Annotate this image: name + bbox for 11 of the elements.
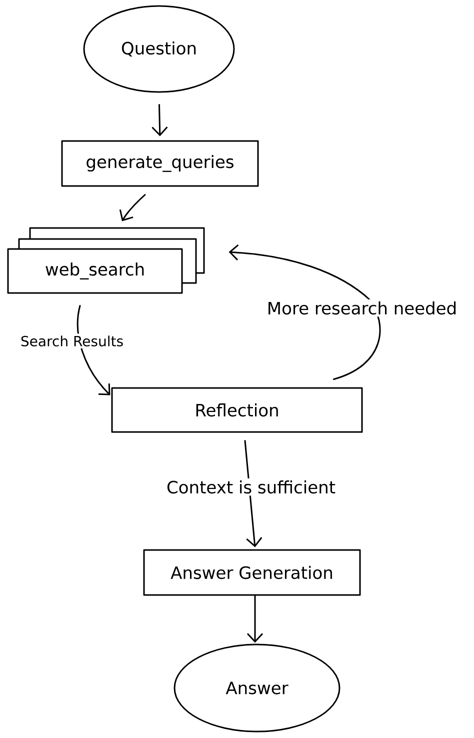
process-box: Answer Generation <box>143 549 361 596</box>
arrow <box>119 194 146 222</box>
arrow <box>152 104 168 136</box>
arrow <box>228 244 381 380</box>
process-box: generate_queries <box>61 140 259 187</box>
edge-label: More research needed <box>264 299 460 317</box>
edge-label: Search Results <box>18 334 126 348</box>
stacked-process-box: web_search <box>7 227 205 294</box>
process-box: Reflection <box>111 387 363 433</box>
arrow <box>246 595 264 643</box>
edge-label: Context is sufficient <box>164 478 338 496</box>
